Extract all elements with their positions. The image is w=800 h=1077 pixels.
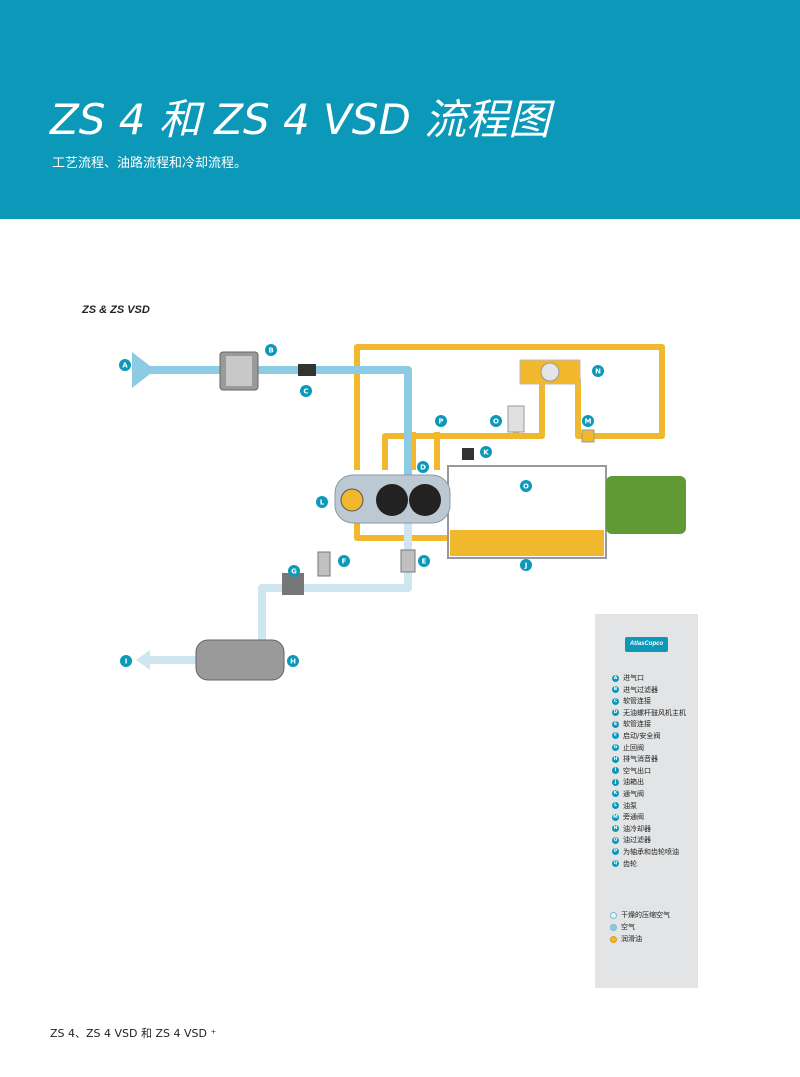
bypass-valve <box>581 429 595 443</box>
flex-connection-e <box>400 549 416 573</box>
footer-text: ZS 4、ZS 4 VSD 和 ZS 4 VSD ⁺ <box>50 1027 217 1040</box>
badge-c: C <box>300 385 312 397</box>
badge-a: A <box>119 359 131 371</box>
badge-o-upper: O <box>490 415 502 427</box>
badge-i: I <box>120 655 132 667</box>
svg-text:J: J <box>524 562 528 570</box>
badge-p: P <box>435 415 447 427</box>
svg-text:A: A <box>122 362 128 370</box>
atlas-copco-logo: AtlasCopco <box>625 637 668 652</box>
badges: A B C D E F G H I J K L M N O O P <box>119 344 604 667</box>
svg-text:B: B <box>268 347 273 355</box>
vent-valve <box>462 448 474 460</box>
badge-e: E <box>418 555 430 567</box>
page-title: ZS 4 和 ZS 4 VSD 流程图 <box>50 95 551 144</box>
page-subtitle: 工艺流程、油路流程和冷却流程。 <box>52 156 248 171</box>
svg-text:O: O <box>523 483 529 491</box>
media-legend: 干燥的压缩空气 空气 润滑油 <box>610 909 670 945</box>
svg-text:H: H <box>290 658 296 666</box>
svg-text:K: K <box>483 449 489 457</box>
oil-filter <box>507 405 525 433</box>
svg-text:I: I <box>125 658 128 666</box>
badge-j: J <box>520 559 532 571</box>
svg-text:M: M <box>585 418 592 426</box>
header-banner: ZS 4 和 ZS 4 VSD 流程图 工艺流程、油路流程和冷却流程。 <box>0 0 800 219</box>
svg-text:G: G <box>291 568 297 576</box>
badge-f: F <box>338 555 350 567</box>
check-valve <box>282 573 304 595</box>
badge-b: B <box>265 344 277 356</box>
svg-text:P: P <box>438 418 443 426</box>
badge-d: D <box>417 461 429 473</box>
svg-text:F: F <box>342 558 347 566</box>
badge-h: H <box>287 655 299 667</box>
safety-valve <box>317 551 331 577</box>
flex-connection-c <box>298 364 316 376</box>
motor <box>606 476 686 534</box>
badge-o-lower: O <box>520 480 532 492</box>
media-item-dry-air: 干燥的压缩空气 <box>610 909 670 921</box>
media-item-oil: 润滑油 <box>610 933 670 945</box>
svg-text:N: N <box>595 368 601 376</box>
air-inlet <box>132 352 150 388</box>
svg-text:L: L <box>320 499 325 507</box>
air-path <box>150 366 412 480</box>
badge-g: G <box>288 565 300 577</box>
badge-l: L <box>316 496 328 508</box>
oil-pump <box>340 488 364 512</box>
svg-text:E: E <box>422 558 427 566</box>
badge-k: K <box>480 446 492 458</box>
media-item-air: 空气 <box>610 921 670 933</box>
svg-text:O: O <box>493 418 499 426</box>
svg-text:D: D <box>420 464 426 472</box>
badge-m: M <box>582 415 594 427</box>
silencer <box>195 639 285 681</box>
diagram-label: ZS & ZS VSD <box>82 304 150 316</box>
svg-text:C: C <box>303 388 308 396</box>
badge-n: N <box>592 365 604 377</box>
air-outlet <box>136 650 150 670</box>
